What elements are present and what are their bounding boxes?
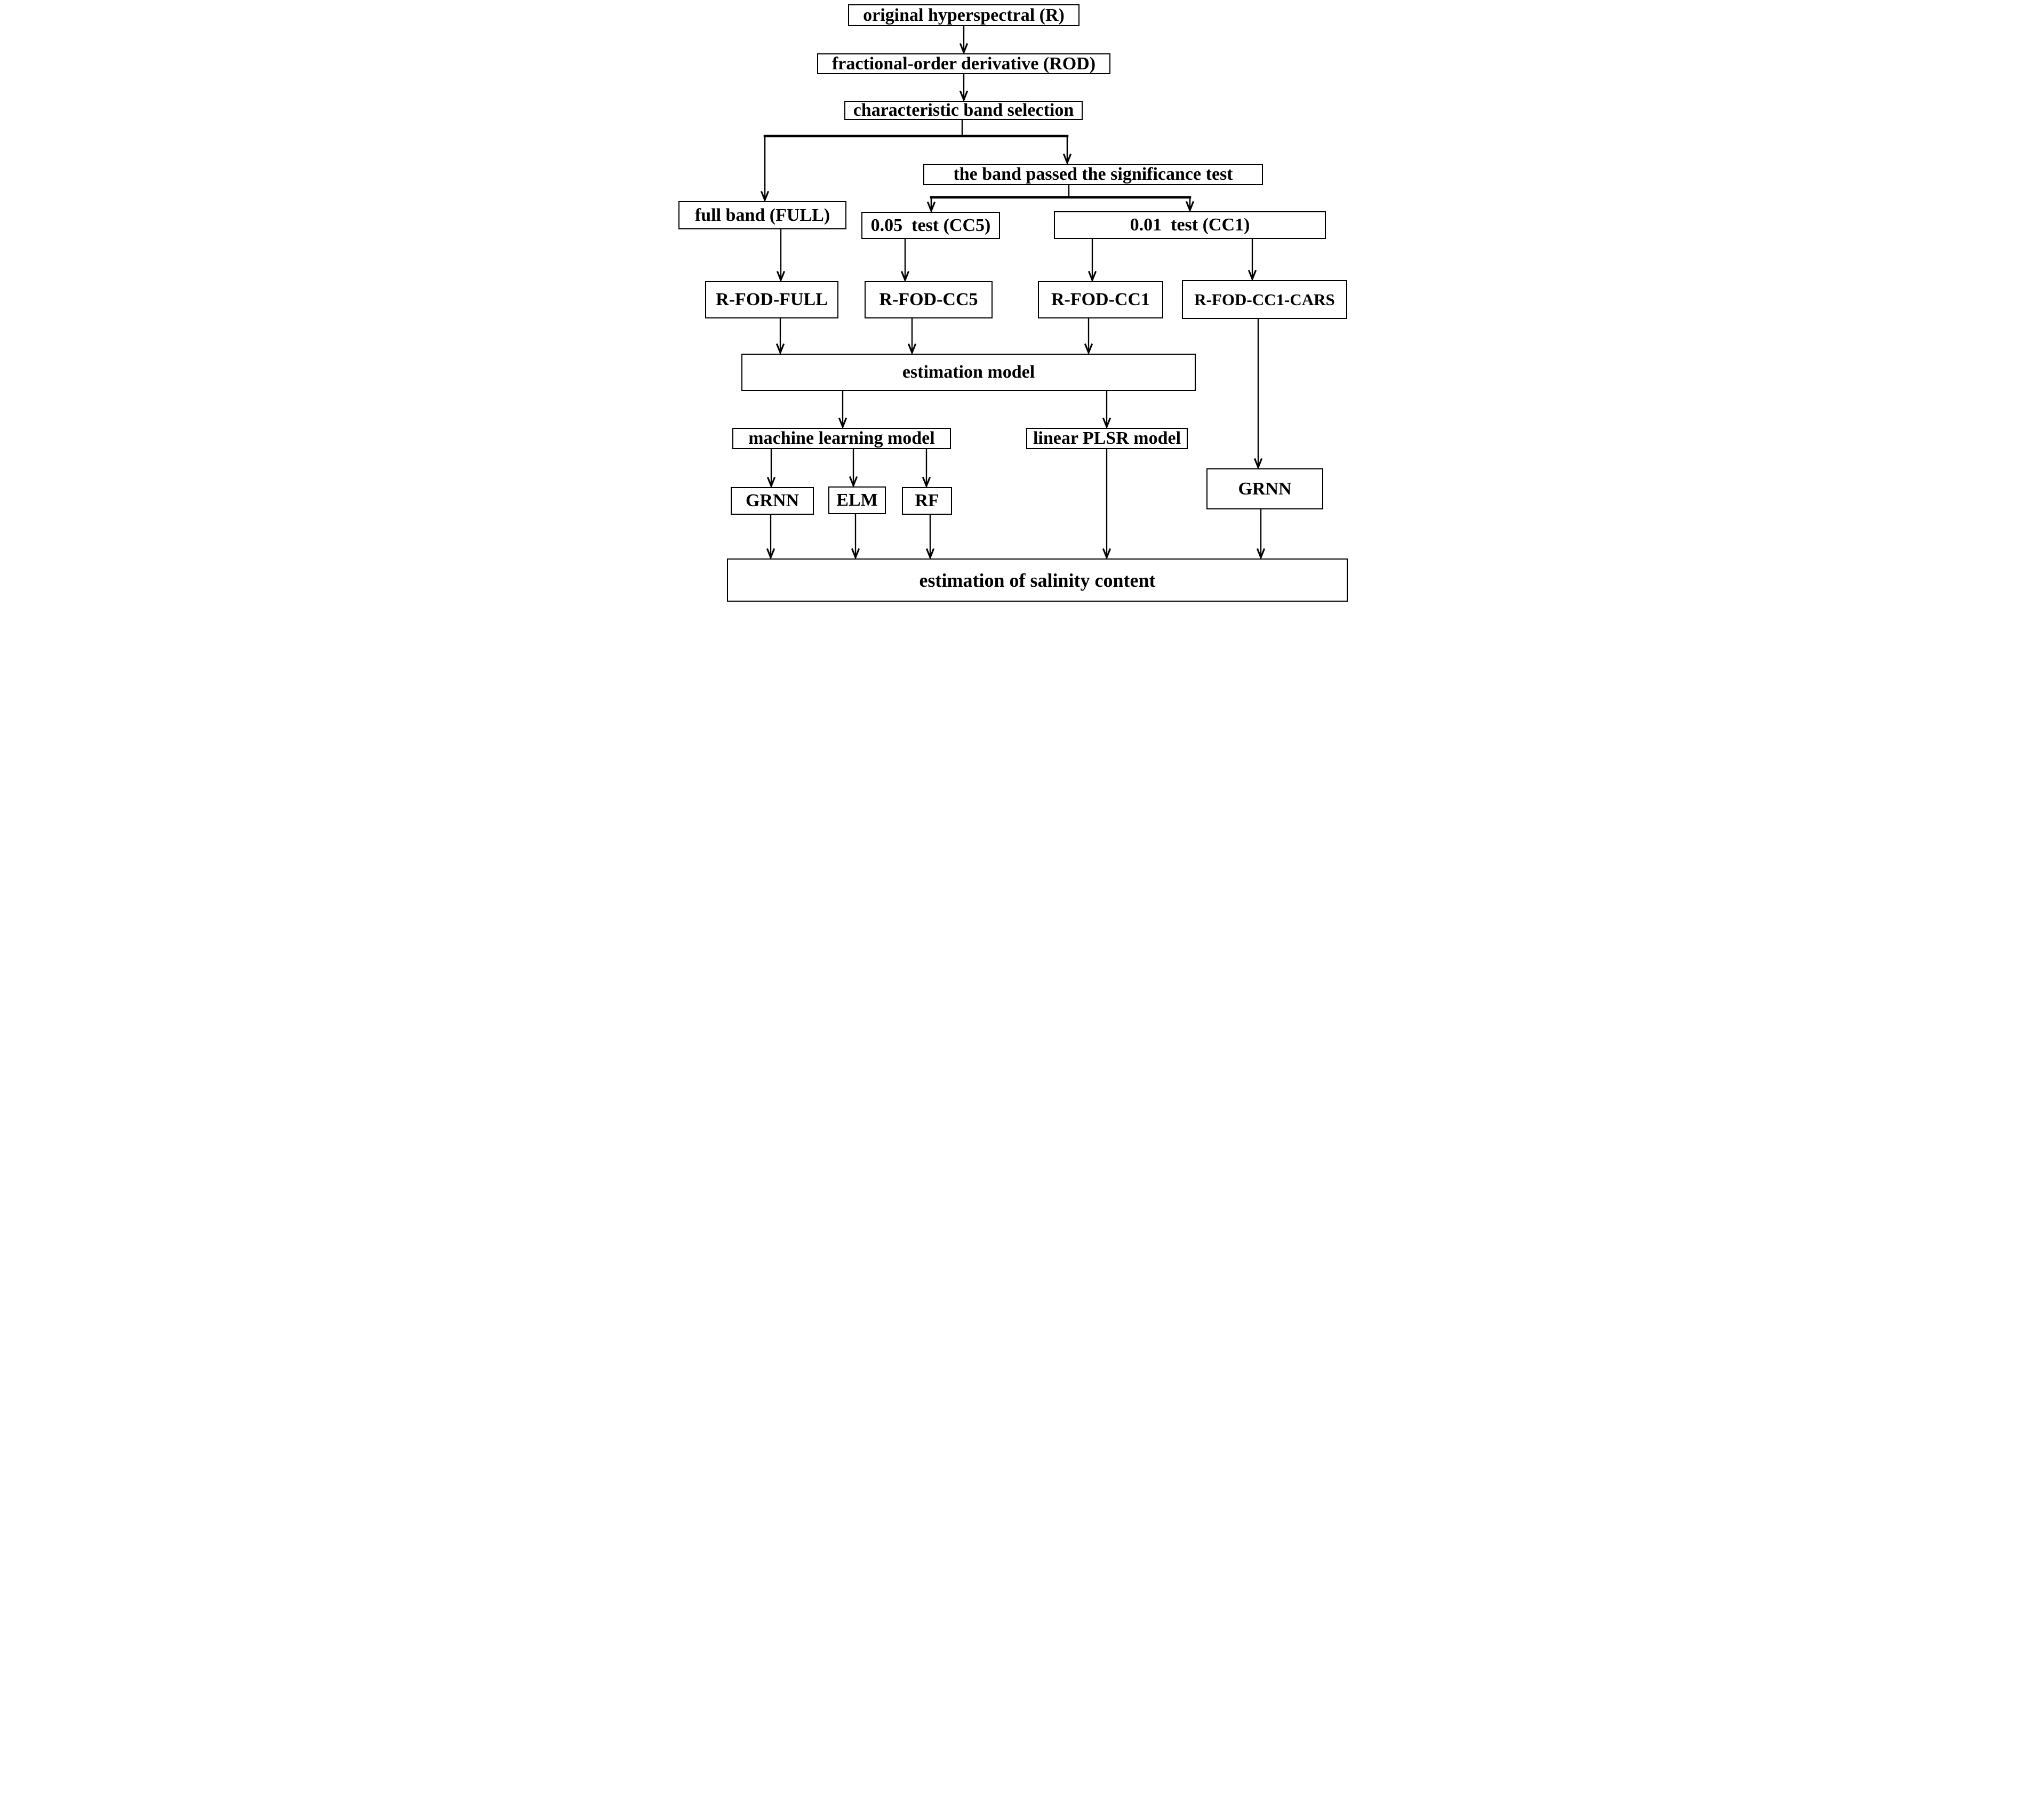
node-estimation-of-salinity-content-label: estimation of salinity content <box>919 569 1156 591</box>
node-original-hyperspectral: original hyperspectral (R) <box>848 4 1080 26</box>
node-r-fod-full: R-FOD-FULL <box>705 281 838 318</box>
flowchart-canvas: original hyperspectral (R) fractional-or… <box>674 0 1349 607</box>
node-r-fod-cc5: R-FOD-CC5 <box>865 281 993 318</box>
node-elm: ELM <box>828 486 886 514</box>
node-r-fod-cc5-label: R-FOD-CC5 <box>879 290 978 309</box>
node-r-fod-cc1-label: R-FOD-CC1 <box>1051 290 1150 309</box>
flow-arrows <box>674 26 1349 607</box>
node-cc5-test-label: 0.05 test (CC5) <box>870 215 991 235</box>
node-fractional-order-derivative: fractional-order derivative (ROD) <box>817 53 1110 74</box>
node-characteristic-band-selection: characteristic band selection <box>844 101 1083 120</box>
node-estimation-model: estimation model <box>741 354 1196 391</box>
node-cc5-test: 0.05 test (CC5) <box>861 212 1000 239</box>
node-grnn-ml: GRNN <box>731 487 814 515</box>
node-r-fod-cc1-cars: R-FOD-CC1-CARS <box>1182 280 1347 319</box>
node-linear-plsr-model: linear PLSR model <box>1026 428 1188 449</box>
node-original-hyperspectral-label: original hyperspectral (R) <box>863 5 1065 25</box>
node-machine-learning-model-label: machine learning model <box>748 428 935 448</box>
node-full-band-label: full band (FULL) <box>694 205 830 225</box>
node-characteristic-band-selection-label: characteristic band selection <box>853 100 1074 120</box>
node-grnn-cars-label: GRNN <box>1238 478 1292 499</box>
node-fractional-order-derivative-label: fractional-order derivative (ROD) <box>831 53 1096 74</box>
node-machine-learning-model: machine learning model <box>732 428 951 449</box>
node-full-band: full band (FULL) <box>678 201 846 229</box>
node-grnn-ml-label: GRNN <box>745 491 799 510</box>
node-cc1-test: 0.01 test (CC1) <box>1054 211 1326 239</box>
node-r-fod-cc1-cars-label: R-FOD-CC1-CARS <box>1194 290 1335 309</box>
node-r-fod-cc1: R-FOD-CC1 <box>1038 281 1163 318</box>
node-r-fod-full-label: R-FOD-FULL <box>716 290 828 309</box>
node-significance-test: the band passed the significance test <box>923 164 1263 185</box>
node-cc1-test-label: 0.01 test (CC1) <box>1130 215 1250 235</box>
node-elm-label: ELM <box>836 490 878 510</box>
node-significance-test-label: the band passed the significance test <box>953 164 1233 184</box>
node-linear-plsr-model-label: linear PLSR model <box>1033 428 1181 448</box>
node-rf-label: RF <box>915 491 939 510</box>
node-grnn-cars: GRNN <box>1206 468 1323 509</box>
node-estimation-model-label: estimation model <box>902 362 1035 382</box>
node-estimation-of-salinity-content: estimation of salinity content <box>727 558 1348 602</box>
node-rf: RF <box>902 487 952 515</box>
